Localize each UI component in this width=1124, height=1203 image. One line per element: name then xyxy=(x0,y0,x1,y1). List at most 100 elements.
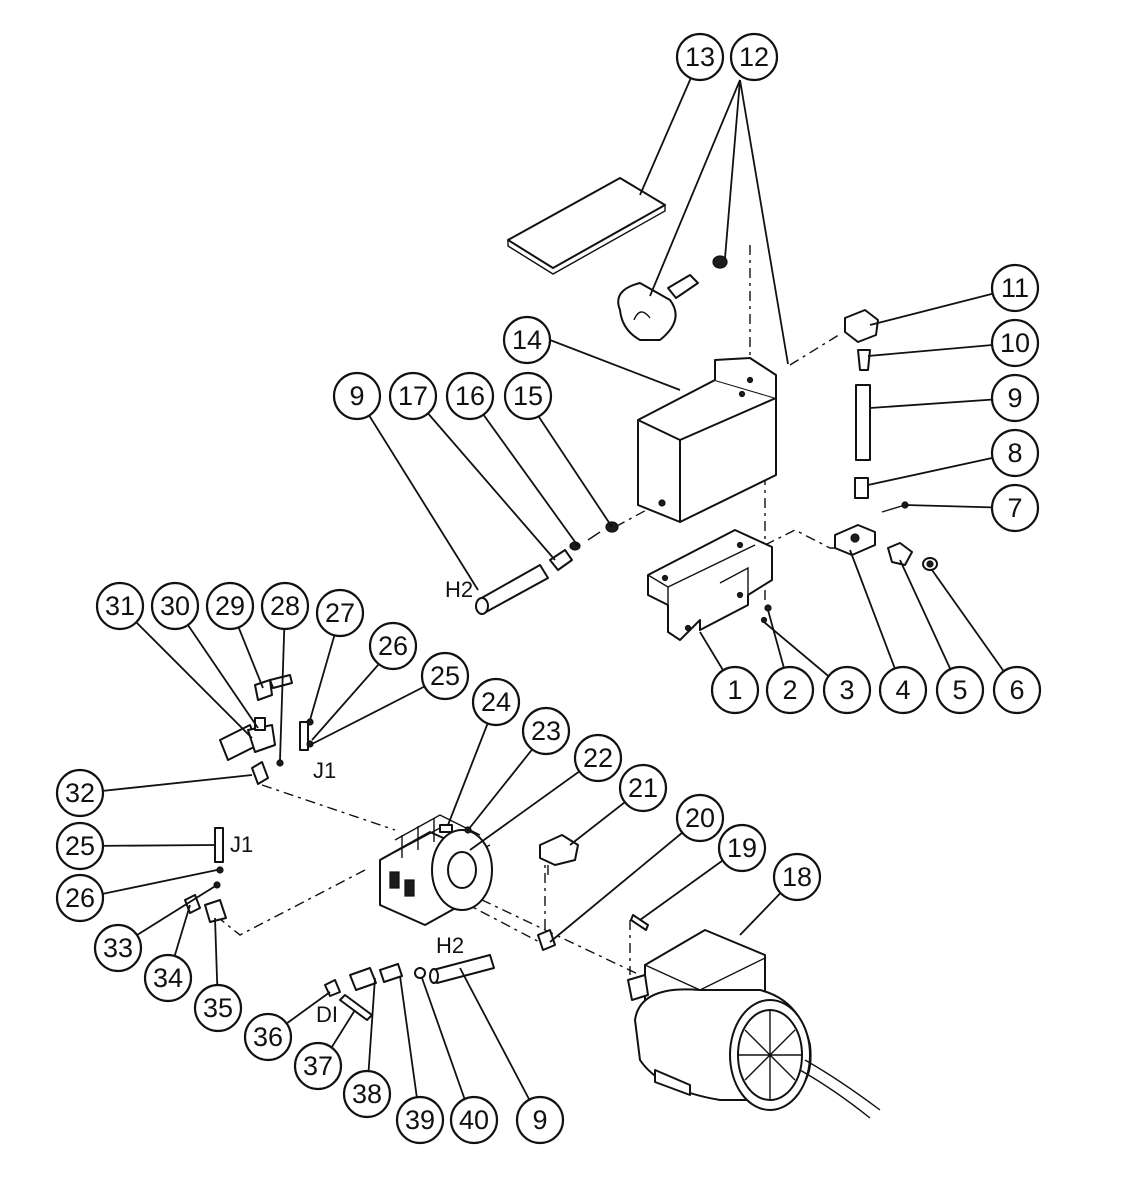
callout-2-label: 2 xyxy=(782,675,797,705)
callout-26-lower: 26 xyxy=(55,873,105,923)
callout-26-lower-label: 26 xyxy=(65,883,95,913)
callout-13: 13 xyxy=(675,32,725,82)
callout-38: 38 xyxy=(342,1069,392,1119)
callout-40-label: 40 xyxy=(459,1105,489,1135)
callout-9-upper: 9 xyxy=(332,371,382,421)
callout-17-label: 17 xyxy=(398,381,428,411)
callout-5: 5 xyxy=(935,665,985,715)
callout-33-label: 33 xyxy=(103,933,133,963)
tank-bracket xyxy=(647,529,773,641)
callout-22-label: 22 xyxy=(583,743,613,773)
callout-7-label: 7 xyxy=(1007,493,1022,523)
callout-8: 8 xyxy=(990,428,1040,478)
callout-37: 37 xyxy=(293,1041,343,1091)
callout-23: 23 xyxy=(521,706,571,756)
assembly-centerlines xyxy=(214,245,845,976)
callout-6: 6 xyxy=(992,665,1042,715)
pump-key xyxy=(537,929,556,951)
callout-16: 16 xyxy=(445,371,495,421)
callout-6-label: 6 xyxy=(1009,675,1024,705)
callout-12: 12 xyxy=(729,32,779,82)
callout-29: 29 xyxy=(205,581,255,631)
inlet-valve-assembly xyxy=(834,501,938,571)
callout-1: 1 xyxy=(710,665,760,715)
screw-part xyxy=(760,616,768,624)
callout-12-label: 12 xyxy=(739,42,769,72)
callout-39-label: 39 xyxy=(405,1105,435,1135)
callout-2: 2 xyxy=(765,665,815,715)
callout-4-label: 4 xyxy=(895,675,910,705)
tank-feed-hose xyxy=(844,309,879,499)
callout-9-lower: 9 xyxy=(515,1095,565,1145)
callout-11: 11 xyxy=(990,263,1040,313)
callout-20: 20 xyxy=(675,793,725,843)
callout-3: 3 xyxy=(822,665,872,715)
callout-11-label: 11 xyxy=(1001,273,1029,303)
callout-27-label: 27 xyxy=(325,598,355,628)
pressure-switch xyxy=(539,834,579,875)
callout-40: 40 xyxy=(449,1095,499,1145)
callout-33: 33 xyxy=(93,923,143,973)
callout-23-label: 23 xyxy=(531,716,561,746)
callout-10-label: 10 xyxy=(1000,328,1030,358)
callout-26: 26 xyxy=(368,621,418,671)
tank-outlet-fittings xyxy=(549,521,619,571)
cover-panel xyxy=(507,177,666,275)
callout-3-label: 3 xyxy=(839,675,854,705)
callout-13-label: 13 xyxy=(685,42,715,72)
water-tank xyxy=(637,357,777,523)
callout-9-right: 9 xyxy=(990,373,1040,423)
hose-tag-di: DI xyxy=(316,1002,338,1027)
pump-bolt xyxy=(439,824,453,833)
callout-36: 36 xyxy=(243,1012,293,1062)
electric-motor xyxy=(627,929,881,1119)
callout-24: 24 xyxy=(471,677,521,727)
callout-37-label: 37 xyxy=(303,1051,333,1081)
callout-38-label: 38 xyxy=(352,1079,382,1109)
callout-14: 14 xyxy=(502,315,552,365)
callout-25-lower: 25 xyxy=(55,821,105,871)
callout-4: 4 xyxy=(878,665,928,715)
callout-29-label: 29 xyxy=(215,591,245,621)
callout-22: 22 xyxy=(573,733,623,783)
callout-16-label: 16 xyxy=(455,381,485,411)
callout-9-lower-label: 9 xyxy=(532,1105,547,1135)
hose-tag-j1-lower: J1 xyxy=(230,832,253,857)
motor-key xyxy=(630,914,649,931)
callout-35: 35 xyxy=(193,983,243,1033)
callout-15: 15 xyxy=(503,371,553,421)
float-switch xyxy=(617,255,728,341)
callout-34-label: 34 xyxy=(153,963,183,993)
hose-tag-h2-lower: H2 xyxy=(436,933,464,958)
callout-31: 31 xyxy=(95,581,145,631)
callout-19-label: 19 xyxy=(727,833,757,863)
callout-39: 39 xyxy=(395,1095,445,1145)
callout-31-label: 31 xyxy=(105,591,135,621)
callout-34: 34 xyxy=(143,953,193,1003)
callout-25-upper-label: 25 xyxy=(430,661,460,691)
callout-36-label: 36 xyxy=(253,1022,283,1052)
hose-tag-h2-upper: H2 xyxy=(445,577,473,602)
callout-18: 18 xyxy=(772,852,822,902)
callout-19: 19 xyxy=(717,823,767,873)
callout-21: 21 xyxy=(618,763,668,813)
pump-outlet-assembly xyxy=(324,954,495,1021)
callout-7: 7 xyxy=(990,483,1040,533)
callout-32-label: 32 xyxy=(65,778,95,808)
callout-10: 10 xyxy=(990,318,1040,368)
callout-25-lower-label: 25 xyxy=(65,831,95,861)
callout-20-label: 20 xyxy=(685,803,715,833)
callout-9-right-label: 9 xyxy=(1007,383,1022,413)
callout-8-label: 8 xyxy=(1007,438,1022,468)
callout-18-label: 18 xyxy=(782,862,812,892)
callout-30: 30 xyxy=(150,581,200,631)
upper-hose-h2 xyxy=(475,564,549,615)
callout-1-label: 1 xyxy=(727,675,742,705)
callout-15-label: 15 xyxy=(513,381,543,411)
callout-17: 17 xyxy=(388,371,438,421)
callout-24-label: 24 xyxy=(481,687,511,717)
callout-32: 32 xyxy=(55,768,105,818)
callout-5-label: 5 xyxy=(952,675,967,705)
callout-26-label: 26 xyxy=(378,631,408,661)
callout-25-upper: 25 xyxy=(420,651,470,701)
